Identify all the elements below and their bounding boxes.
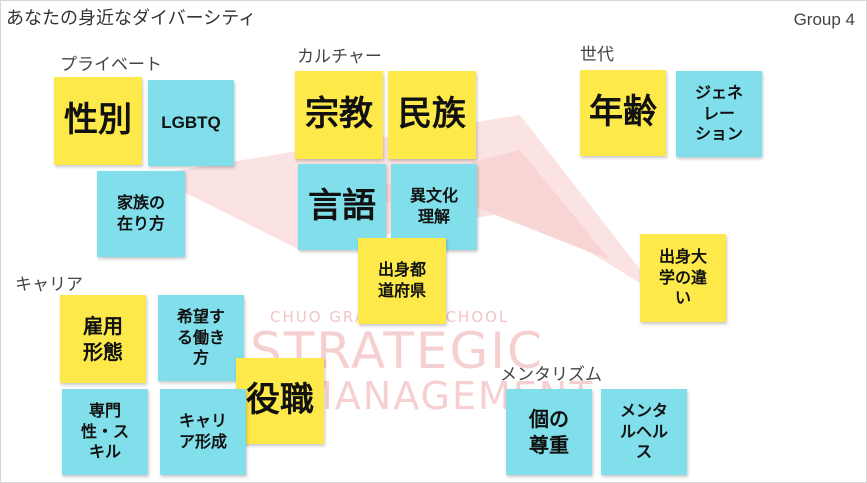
note-religion[interactable]: 宗教	[295, 71, 383, 159]
note-generation-gap[interactable]: ジェネ レー ション	[676, 71, 762, 157]
note-gender[interactable]: 性別	[54, 77, 142, 165]
note-age[interactable]: 年齢	[580, 70, 666, 156]
note-ethnicity[interactable]: 民族	[388, 71, 476, 159]
note-position[interactable]: 役職	[236, 358, 324, 444]
group-label: Group 4	[793, 10, 855, 29]
note-language[interactable]: 言語	[298, 164, 386, 250]
note-career-building[interactable]: キャリ ア形成	[160, 389, 246, 475]
note-individual-respect[interactable]: 個の 尊重	[506, 389, 592, 475]
category-mentalism: メンタリズム	[500, 365, 602, 385]
note-expertise[interactable]: 専門 性・ス キル	[62, 389, 148, 475]
note-employment[interactable]: 雇用 形態	[60, 295, 146, 383]
note-family[interactable]: 家族の 在り方	[97, 171, 185, 257]
page-title: あなたの身近なダイバーシティ	[6, 8, 257, 29]
note-hometown[interactable]: 出身都 道府県	[358, 238, 446, 324]
note-intercultural[interactable]: 異文化 理解	[391, 164, 477, 250]
category-private: プライベート	[60, 55, 162, 75]
note-work-style[interactable]: 希望す る働き 方	[158, 295, 244, 381]
note-university[interactable]: 出身大 学の違 い	[640, 234, 726, 322]
category-generation: 世代	[580, 45, 614, 65]
category-culture: カルチャー	[297, 47, 382, 67]
note-mental-health[interactable]: メンタ ルヘル ス	[601, 389, 687, 475]
note-lgbtq[interactable]: LGBTQ	[148, 80, 234, 166]
category-career: キャリア	[15, 275, 83, 295]
